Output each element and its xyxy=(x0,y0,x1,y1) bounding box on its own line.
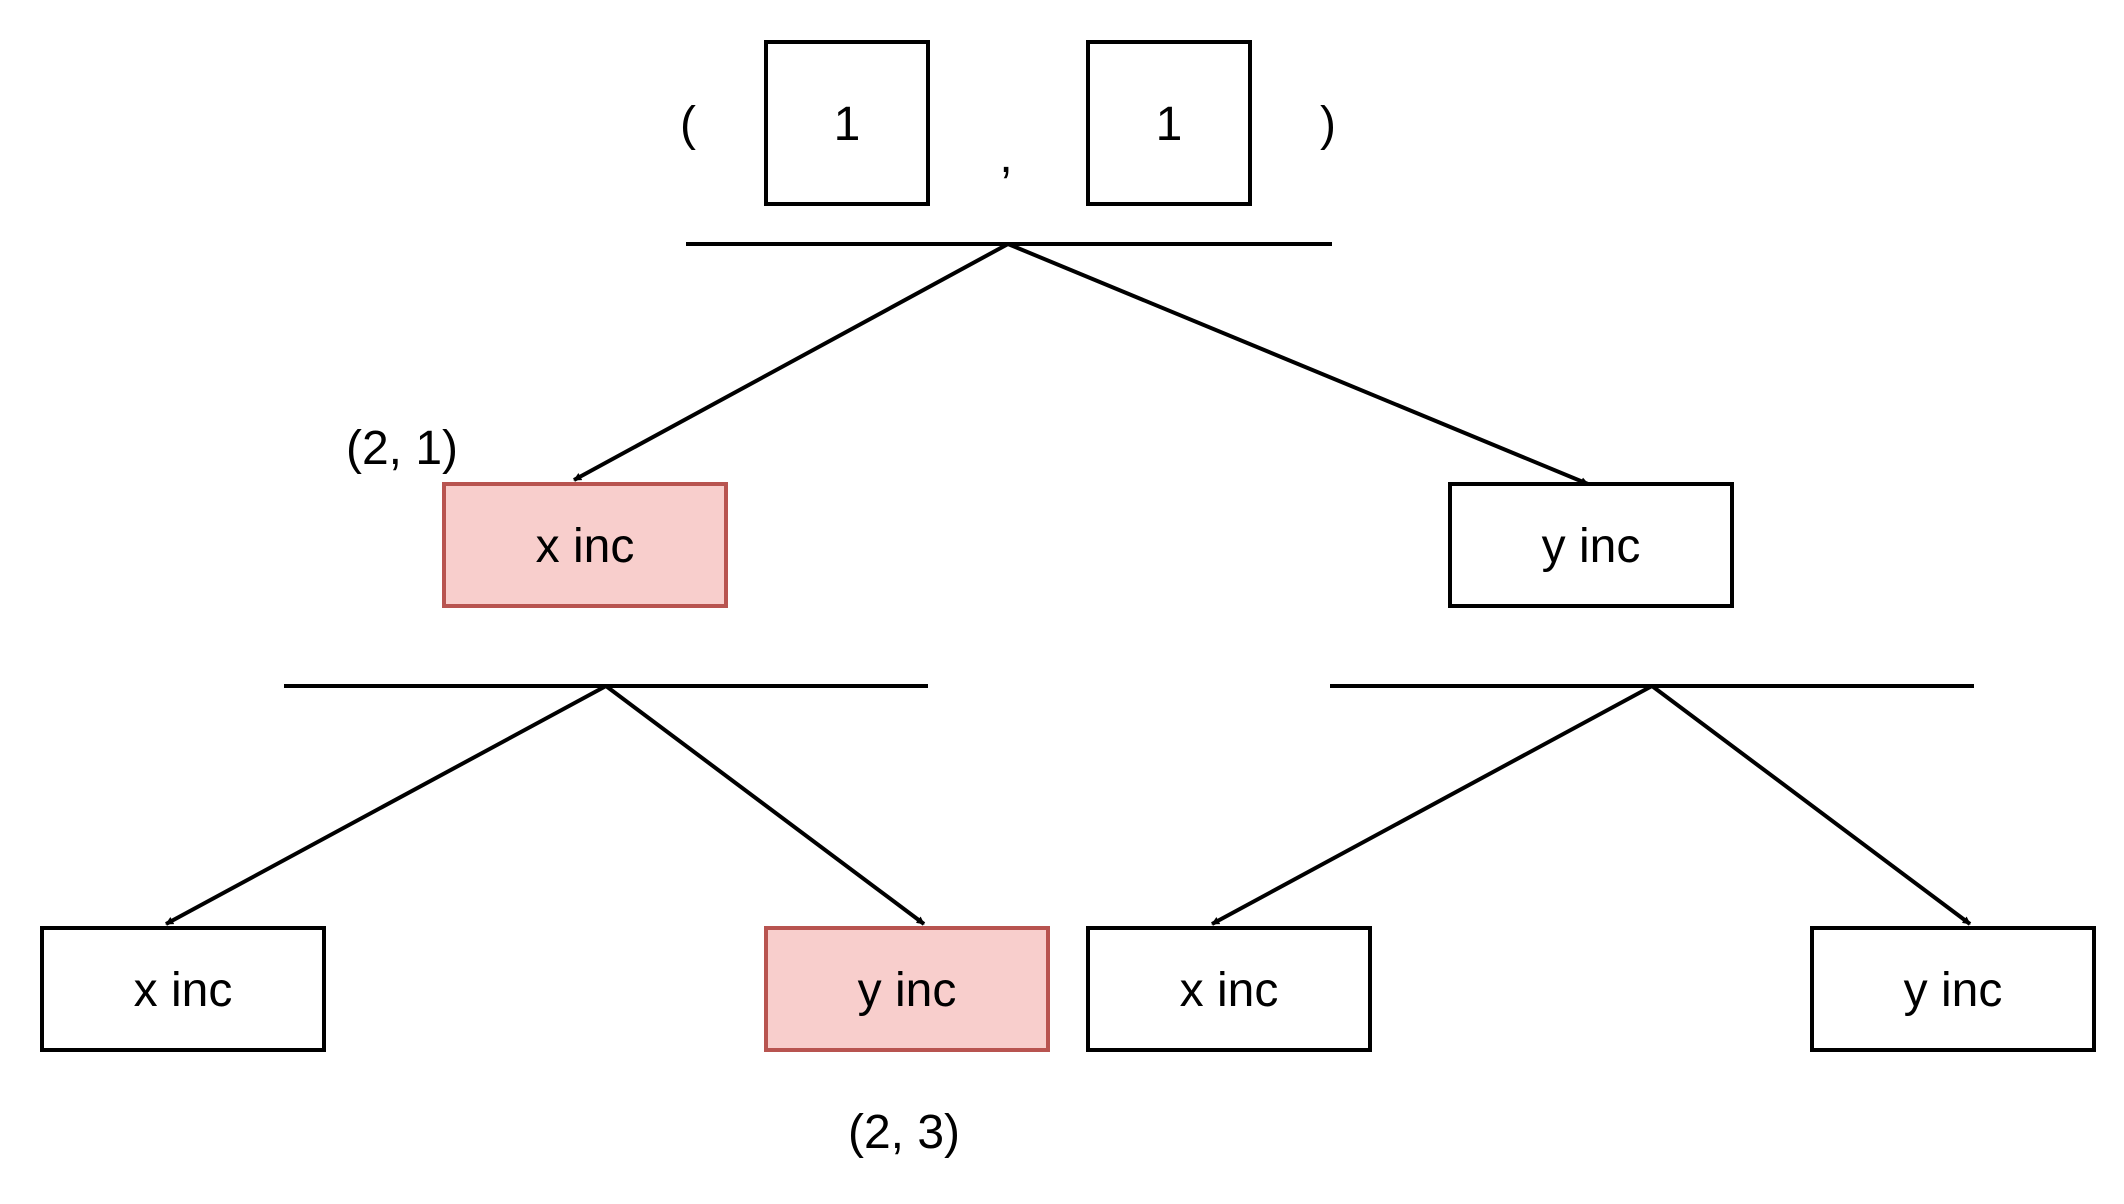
root-tuple: ( 1 , 1 ) xyxy=(680,40,1336,246)
node-label: x inc xyxy=(134,964,233,1017)
annotation-left-node: (2, 1) xyxy=(346,422,458,475)
edge-right-to-right-left xyxy=(1211,684,1653,926)
open-paren: ( xyxy=(680,98,696,151)
node-label: x inc xyxy=(536,520,635,573)
node-label: x inc xyxy=(1180,964,1279,1017)
separator-comma: , xyxy=(999,130,1012,183)
edge-left-to-left-left xyxy=(165,684,607,926)
node-y-inc-level1: y inc xyxy=(1448,482,1734,608)
node-x-inc-right-left: x inc xyxy=(1086,926,1372,1052)
close-paren: ) xyxy=(1320,98,1336,151)
edge-root-to-right xyxy=(1007,242,1589,486)
node-y-inc-right-right: y inc xyxy=(1810,926,2096,1052)
node-x-inc-left-left: x inc xyxy=(40,926,326,1052)
second-value-box xyxy=(1086,40,1252,206)
node-label: y inc xyxy=(1904,964,2003,1017)
edge-root-to-left xyxy=(573,242,1009,482)
node-y-inc-left-right: y inc xyxy=(764,926,1050,1052)
annotation-left-right-node: (2, 3) xyxy=(848,1106,960,1159)
first-value: 1 xyxy=(834,98,861,151)
node-label: y inc xyxy=(1542,520,1641,573)
first-value-box xyxy=(764,40,930,206)
node-label: y inc xyxy=(858,964,957,1017)
second-value: 1 xyxy=(1156,98,1183,151)
edge-right-to-right-right xyxy=(1650,684,1972,926)
edge-left-to-left-right xyxy=(604,684,926,926)
node-x-inc-level1: x inc xyxy=(442,482,728,608)
